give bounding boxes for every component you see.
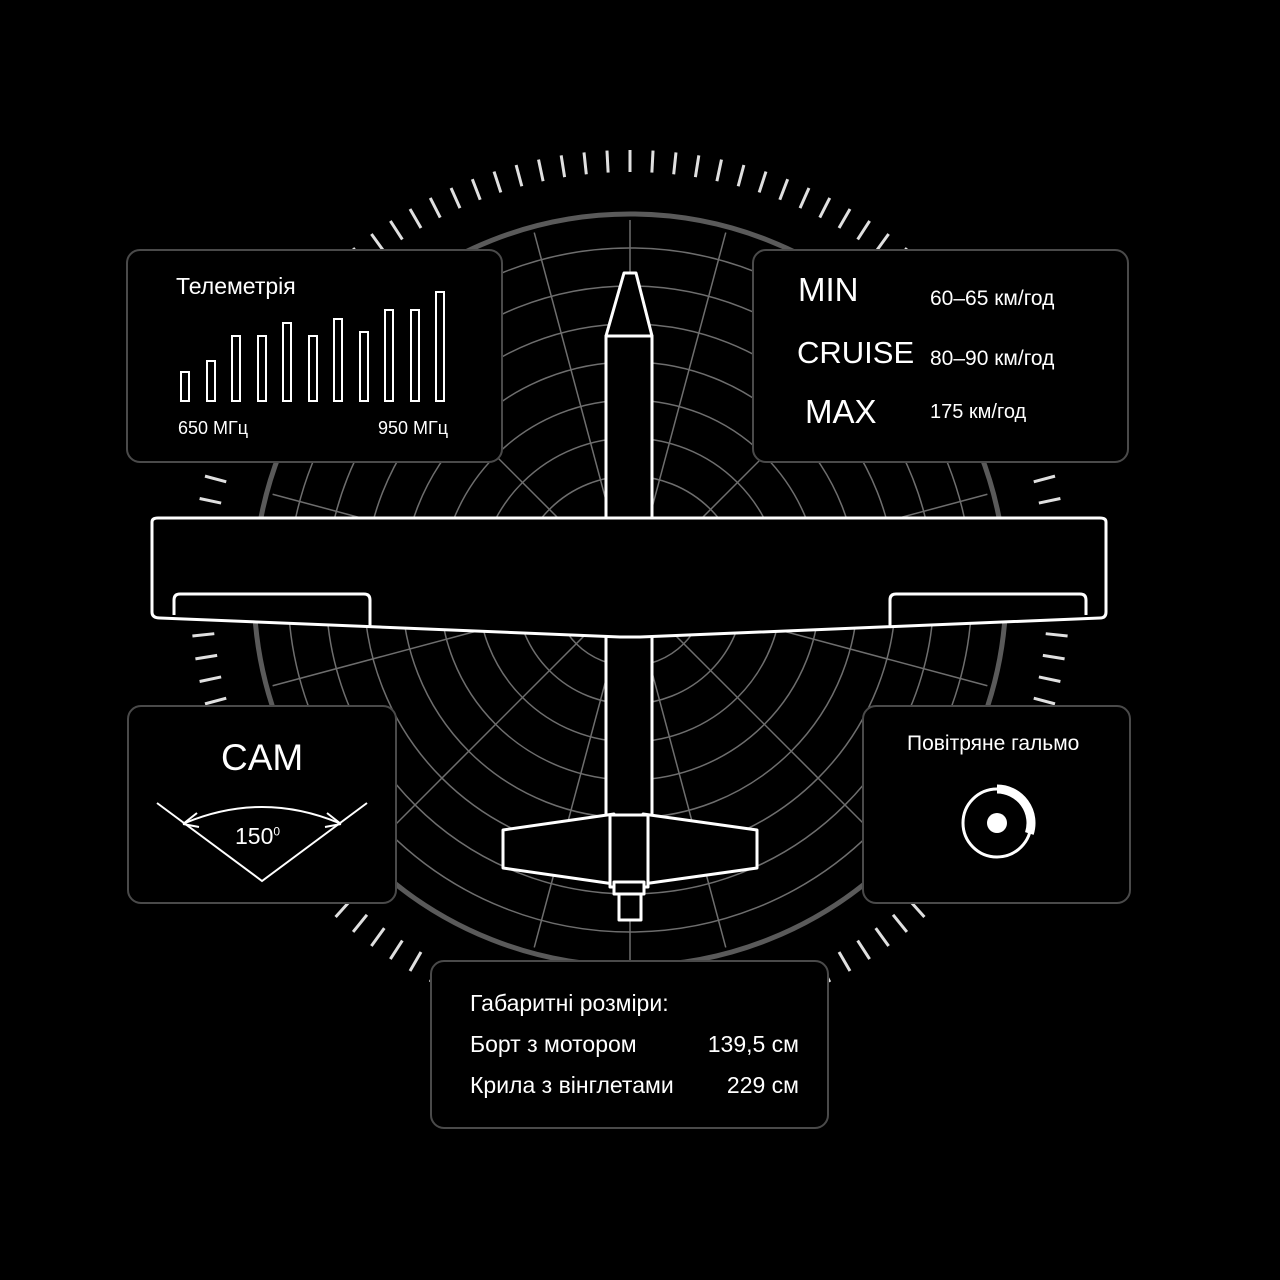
signal-bar: [409, 309, 420, 402]
speed-label-min: MIN: [798, 271, 859, 308]
tick-mark: [1038, 497, 1061, 505]
aileron-left: [172, 592, 372, 627]
telemetry-panel: Телеметрія 650 МГц 950 МГц: [126, 249, 503, 463]
tick-mark: [559, 155, 567, 178]
tick-mark: [874, 927, 890, 947]
tail-mount: [612, 880, 646, 896]
tick-mark: [195, 653, 218, 661]
camera-title: CAM: [221, 737, 304, 778]
signal-bar: [180, 371, 190, 402]
tick-mark: [492, 171, 503, 193]
tick-mark: [389, 220, 404, 241]
tick-mark: [798, 187, 811, 209]
airbrake-indicator-icon: [961, 784, 1036, 859]
freq-min-label: 650 МГц: [178, 418, 249, 438]
tick-mark: [408, 208, 423, 229]
camera-fov-icon: [156, 802, 368, 883]
signal-bar: [256, 335, 267, 402]
airbrake-panel: Повітряне гальмо: [862, 705, 1131, 904]
tick-mark: [449, 187, 462, 209]
speed-label-max: MAX: [805, 393, 877, 430]
tick-mark: [1038, 675, 1061, 683]
tick-mark: [199, 675, 222, 683]
tick-mark: [874, 233, 890, 253]
tick-mark: [736, 164, 746, 187]
signal-bar: [358, 331, 369, 402]
signal-bar: [205, 360, 216, 402]
camera-panel: CAM 1500: [127, 705, 397, 904]
speed-value-cruise: 80–90 км/год: [930, 347, 1055, 370]
signal-bar-chart: [180, 291, 456, 402]
signal-bar: [307, 335, 318, 402]
signal-bar: [384, 309, 394, 402]
tick-mark: [204, 696, 227, 706]
tick-mark: [715, 159, 723, 182]
tick-mark: [514, 164, 524, 187]
tick-mark: [428, 197, 442, 219]
speed-value-min: 60–65 км/год: [930, 287, 1055, 310]
fuselage-front: [604, 334, 654, 528]
tick-mark: [856, 220, 871, 241]
tick-mark: [837, 208, 852, 229]
airbrake-title: Повітряне гальмо: [907, 732, 1080, 755]
tick-mark: [582, 152, 588, 175]
signal-bar: [435, 291, 445, 402]
tick-mark: [370, 233, 386, 253]
tick-mark: [650, 150, 655, 173]
signal-bar: [231, 335, 241, 402]
tick-mark: [204, 474, 227, 484]
tick-mark: [351, 913, 369, 933]
signal-bar: [282, 322, 292, 402]
tick-mark: [672, 152, 678, 175]
tick-mark: [192, 632, 215, 638]
dimensions-panel: Габаритні розміри: Борт з мотором 139,5 …: [430, 960, 829, 1129]
aileron-right: [888, 592, 1088, 627]
fuselage-rear: [604, 628, 654, 822]
tick-mark: [1042, 653, 1065, 661]
tick-mark: [837, 951, 852, 972]
airbrake-level-arc: [996, 784, 1036, 835]
camera-angle-value: 150: [235, 823, 274, 849]
tick-mark: [891, 913, 909, 933]
main-wing: [150, 516, 1108, 639]
tick-mark: [1033, 696, 1056, 706]
tick-mark: [693, 155, 701, 178]
camera-angle-unit: 0: [273, 824, 281, 839]
tick-mark: [389, 939, 404, 960]
motor: [617, 892, 643, 922]
tick-mark: [408, 951, 423, 972]
dimension-value-wings: 229 см: [726, 1072, 799, 1098]
signal-bar: [333, 318, 343, 402]
dimension-label-wings: Крила з вінглетами: [470, 1072, 674, 1098]
dimension-label-body: Борт з мотором: [470, 1031, 637, 1057]
tick-mark: [605, 150, 610, 173]
speed-label-cruise: CRUISE: [797, 335, 915, 370]
camera-angle: 1500: [235, 823, 280, 850]
tick-mark: [537, 159, 545, 182]
tick-mark: [1045, 632, 1068, 638]
speed-panel: MIN 60–65 км/год CRUISE 80–90 км/год MAX…: [752, 249, 1129, 463]
dimension-value-body: 139,5 см: [707, 1031, 799, 1057]
tick-mark: [370, 927, 386, 947]
tick-mark: [1033, 474, 1056, 484]
aircraft-outline: [150, 271, 1108, 922]
telemetry-title: Телеметрія: [176, 273, 296, 299]
freq-max-label: 950 МГц: [378, 418, 449, 438]
dimensions-title: Габаритні розміри:: [470, 990, 669, 1016]
tick-mark: [778, 178, 790, 201]
tick-mark: [856, 939, 871, 960]
tick-mark: [199, 497, 222, 505]
tick-mark: [818, 197, 832, 219]
speed-value-max: 175 км/год: [930, 401, 1027, 423]
tail-junction: [608, 813, 650, 889]
tick-mark: [470, 178, 482, 201]
nose-cone: [604, 271, 654, 338]
tick-mark: [757, 171, 768, 193]
